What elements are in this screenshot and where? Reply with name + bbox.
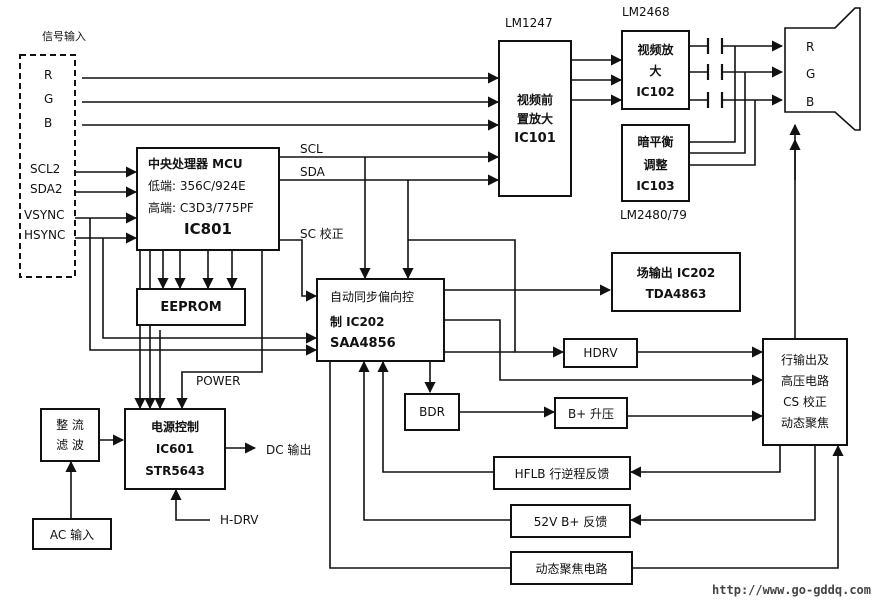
hv-line2: 高压电路 [780,374,829,388]
scl-bus-label: SCL [300,142,323,156]
saa-ic: SAA4856 [330,336,396,351]
input-g-label: G [44,92,54,106]
power-signal-label: POWER [196,374,241,388]
preamp-ic: IC101 [514,131,556,146]
tda-line1: 场输出 IC202 [636,265,716,280]
boost-label: B+ 升压 [567,406,615,421]
video-amp-block: 视频放 大 IC102 [621,30,690,110]
lm1247-chip-label: LM1247 [505,16,553,30]
lm2480-chip-label: LM2480/79 [620,208,687,222]
video-amp-ic: IC102 [636,85,675,99]
video-amp-line1: 视频放 [637,43,674,57]
lm2468-chip-label: LM2468 [622,5,670,19]
vertical-output-block: 场输出 IC202 TDA4863 [611,252,741,312]
b-plus-boost-block: B+ 升压 [554,397,628,429]
preamp-line1: 视频前 [516,93,553,107]
h-drv-label: H-DRV [220,513,259,527]
video-amp-line2: 大 [649,64,662,78]
b52-label: 52V B+ 反馈 [533,514,608,529]
dark-balance-ic: IC103 [636,179,675,193]
dark-balance-line2: 调整 [643,158,668,172]
input-r-label: R [44,68,53,82]
eeprom-label: EEPROM [160,299,222,315]
mcu-ic-label: IC801 [184,220,232,238]
source-url: http://www.go-gddq.com [712,583,871,597]
video-preamp-block: 视频前 置放大 IC101 [498,40,572,197]
power-control-block: 电源控制 IC601 STR5643 [124,408,226,490]
hflb-feedback-block: HFLB 行逆程反馈 [493,456,631,490]
hsync-label: HSYNC [24,228,66,242]
rect-line1: 整 流 [56,418,84,432]
hdrv-label: HDRV [583,346,618,360]
hflb-label: HFLB 行逆程反馈 [514,466,610,481]
dark-balance-block: 暗平衡 调整 IC103 [621,124,690,202]
bdr-block: BDR [404,393,460,431]
eeprom-block: EEPROM [136,288,246,326]
bdr-label: BDR [419,405,445,419]
sda-bus-label: SDA [300,165,325,179]
hdrv-block: HDRV [563,338,638,368]
mcu-block: 中央处理器 MCU 低端: 356C/924E 高端: C3D3/775PF I… [136,147,280,251]
sc-correction-label: SC 校正 [300,227,344,241]
vsync-label: VSYNC [24,208,65,222]
hv-line4: 动态聚焦 [780,416,829,430]
signal-input-label: 信号输入 [42,30,86,43]
ac-input-block: AC 输入 [32,518,112,550]
power-line3: STR5643 [145,464,205,478]
mcu-title: 中央处理器 MCU [148,157,243,171]
tda-line2: TDA4863 [645,286,707,301]
rectifier-filter-block: 整 流 滤 波 [40,408,100,462]
input-b-label: B [44,116,53,130]
dc-output-label: DC 输出 [266,443,312,457]
preamp-line2: 置放大 [516,112,553,126]
saa-line1: 自动同步偏向控 [330,290,415,304]
rect-line2: 滤 波 [56,438,84,452]
dynamic-focus-block: 动态聚焦电路 [510,551,633,585]
scl2-label: SCL2 [30,162,61,176]
b-plus-feedback-block: 52V B+ 反馈 [510,504,631,538]
hv-line3: CS 校正 [783,395,827,409]
crt-b-label: B [806,95,815,109]
horizontal-output-block: 行输出及 高压电路 CS 校正 动态聚焦 [762,338,848,446]
dark-balance-line1: 暗平衡 [637,135,674,149]
sda2-label: SDA2 [30,182,63,196]
crt-g-label: G [806,67,816,81]
hv-line1: 行输出及 [780,353,829,367]
mcu-high-end: 高端: C3D3/775PF [148,201,254,215]
ac-input-label: AC 输入 [49,527,95,542]
power-line2: IC601 [155,442,195,456]
sync-deflection-block: 自动同步偏向控 制 IC202 SAA4856 [316,278,445,362]
focus-label: 动态聚焦电路 [535,561,608,576]
crt-r-label: R [806,40,815,54]
power-line1: 电源控制 [150,420,199,434]
saa-line2: 制 IC202 [330,315,385,329]
mcu-low-end: 低端: 356C/924E [148,179,246,193]
